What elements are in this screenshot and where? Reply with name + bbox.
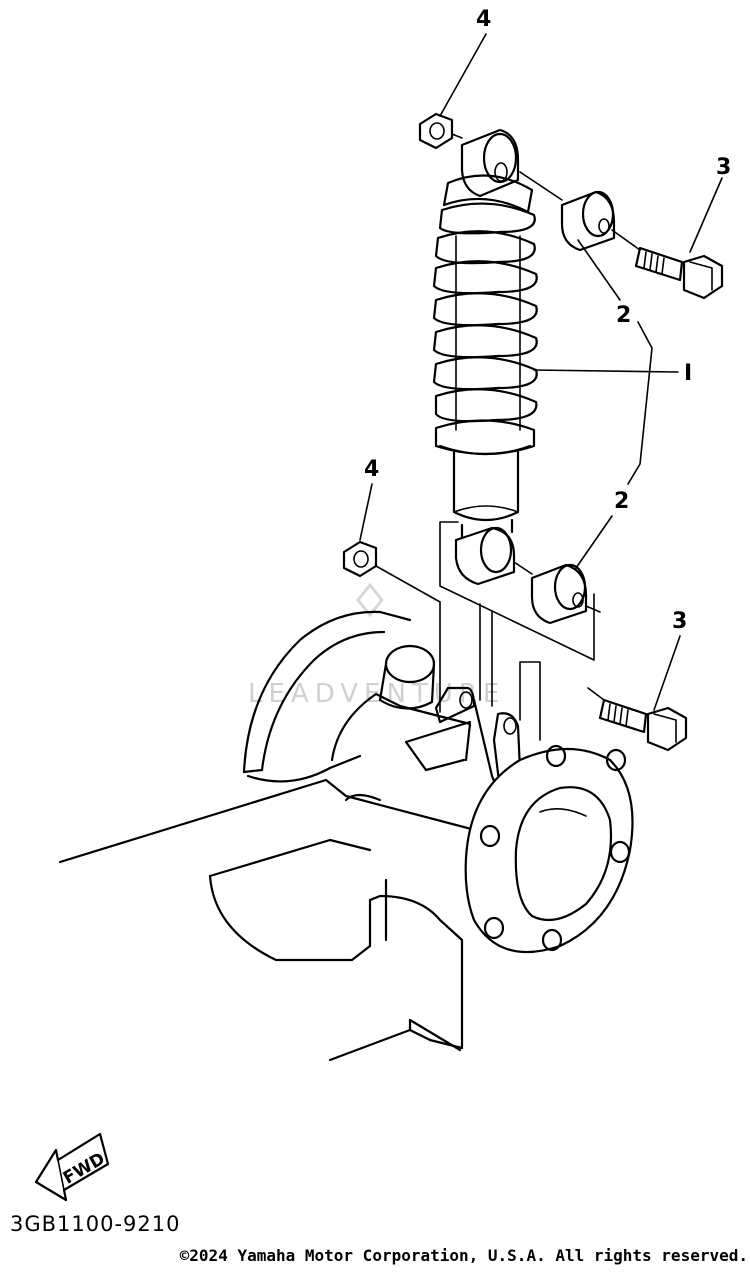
shock-absorber[interactable] — [432, 128, 538, 586]
upper-nut[interactable] — [418, 112, 454, 150]
diagram-code: 3GB1100-9210 — [10, 1212, 181, 1236]
callout-bolt-lower: 3 — [672, 609, 687, 634]
lower-bolt[interactable] — [598, 698, 688, 752]
copyright-notice: ©2024 Yamaha Motor Corporation, U.S.A. A… — [179, 1246, 748, 1265]
watermark: LEADVENTURE — [248, 582, 505, 709]
callout-collar-upper: 2 — [616, 303, 631, 328]
lower-collar[interactable] — [530, 563, 588, 625]
upper-collar[interactable] — [560, 190, 616, 252]
assembly-lines — [375, 133, 641, 741]
rear-axle-housing — [58, 610, 522, 1062]
callout-bolt-upper: 3 — [716, 155, 731, 180]
coil-spring — [432, 202, 538, 431]
callout-collar-lower: 2 — [614, 489, 629, 514]
wheel-hub — [464, 744, 634, 954]
upper-bolt[interactable] — [634, 246, 724, 300]
watermark-text: LEADVENTURE — [248, 679, 505, 709]
callout-shock-absorber: I — [684, 361, 692, 386]
callout-nut-lower: 4 — [364, 457, 379, 482]
fwd-arrow-icon: FWD — [34, 1132, 110, 1202]
leader-lines — [359, 33, 723, 711]
callout-nut-upper: 4 — [476, 7, 491, 32]
lower-nut[interactable] — [342, 540, 378, 578]
